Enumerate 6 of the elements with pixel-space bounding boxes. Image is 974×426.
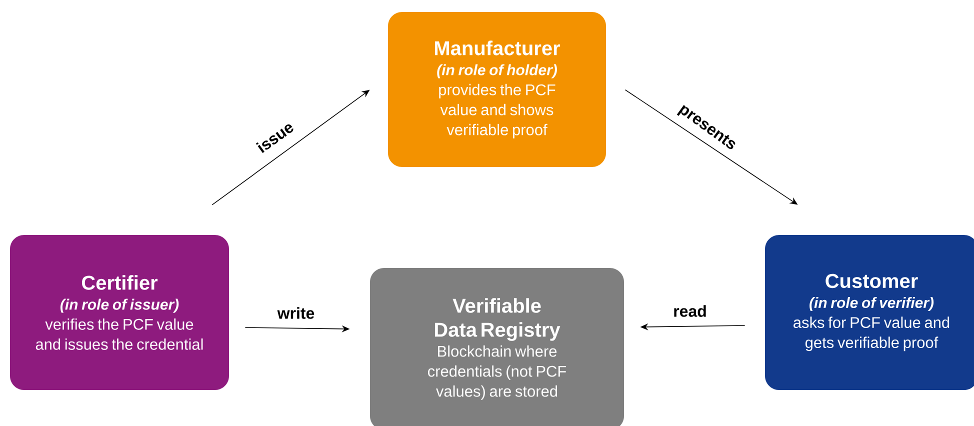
process-box: Manufacturer (in role of holder) provides the PCF value and shows verifiable proof [388, 12, 606, 167]
process-box: Verifiable Data Registry Blockchain where credentials (not PCF values) are stored [370, 268, 624, 426]
edge-label: read [672, 304, 708, 318]
edge-label: write [276, 306, 316, 320]
process-box: Customer (in role of verifier) asks for PCF value and gets verifiable proof [765, 235, 974, 390]
process-box: Certifier (in role of issuer) verifies the PCF value and issues the credential [10, 235, 229, 390]
